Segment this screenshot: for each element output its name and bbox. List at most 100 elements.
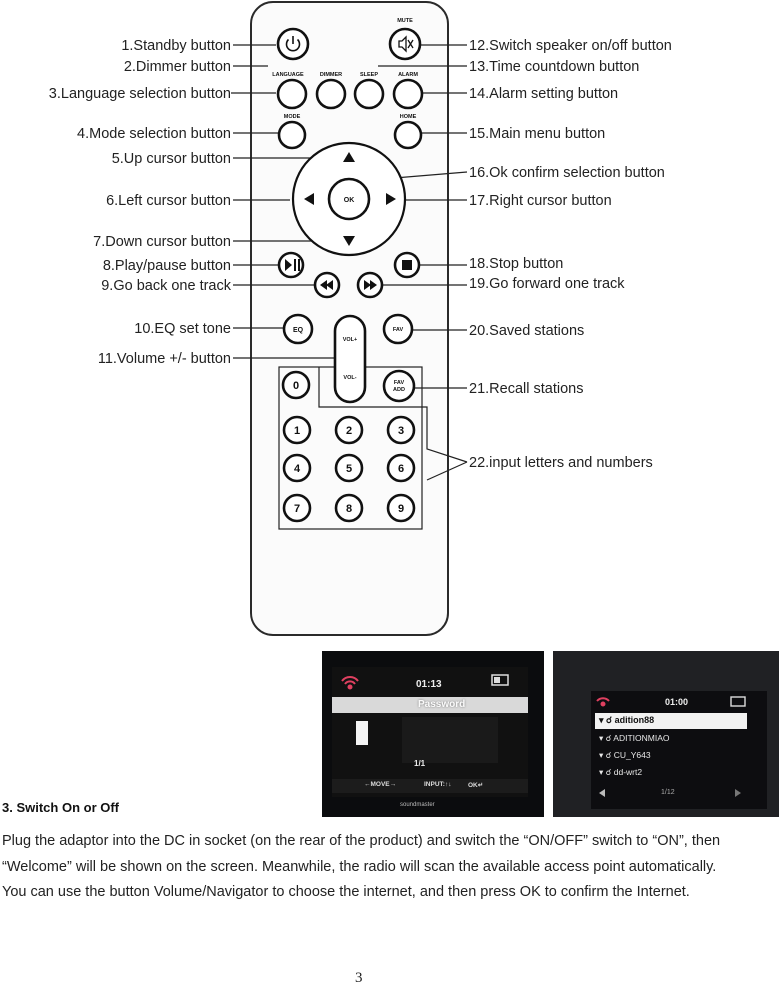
callout-11: 11.Volume +/- button: [98, 351, 231, 367]
sleep-button[interactable]: [353, 78, 385, 110]
display-graphics: [332, 674, 528, 793]
callout-17: 17.Right cursor button: [469, 193, 612, 209]
wifi-icon: [596, 697, 610, 707]
digit-7-button[interactable]: [282, 493, 312, 523]
battery-icon: [491, 674, 509, 686]
eq-button[interactable]: [282, 313, 314, 345]
key-icon: ☌: [605, 767, 612, 777]
digit-4-button[interactable]: [282, 453, 312, 483]
standby-button[interactable]: [276, 27, 310, 61]
mute-button[interactable]: [388, 27, 422, 61]
callout-5: 5.Up cursor button: [112, 151, 231, 167]
back-arrow-icon: [599, 789, 605, 797]
digit-3-label: 3: [398, 425, 404, 437]
input-cursor-box: [356, 721, 368, 745]
key-icon: ☌: [605, 750, 612, 760]
alarm-button[interactable]: [392, 78, 424, 110]
callout-3: 3.Language selection button: [49, 86, 231, 102]
callout-6: 6.Left cursor button: [106, 193, 231, 209]
callout-10: 10.EQ set tone: [134, 321, 231, 337]
signal-icon: ▾: [599, 767, 604, 777]
network-name: adition88: [614, 715, 655, 725]
network-name: CU_Y643: [613, 750, 651, 760]
up-arrow-icon: [343, 152, 355, 162]
network-row-1[interactable]: ▾ ☌ adition88: [599, 715, 654, 726]
digit-8-button[interactable]: [334, 493, 364, 523]
page-number: 3: [355, 970, 363, 986]
digit-5-button[interactable]: [334, 453, 364, 483]
left-arrow-icon: [304, 193, 314, 205]
digit-3-button[interactable]: [386, 415, 416, 445]
wifi-icon: [341, 676, 359, 690]
callout-4: 4.Mode selection button: [77, 126, 231, 142]
page-indicator: 1/12: [661, 789, 675, 796]
rewind-icon: [320, 280, 333, 290]
fav-button[interactable]: [382, 313, 414, 345]
home-button[interactable]: [393, 120, 423, 150]
mode-label: MODE: [284, 114, 301, 120]
digit-1-label: 1: [294, 425, 300, 437]
digit-9-label: 9: [398, 503, 404, 515]
dimmer-button[interactable]: [315, 78, 347, 110]
digit-7-label: 7: [294, 503, 300, 515]
vol-minus-label: VOL-: [343, 375, 356, 381]
speaker-mute-icon: [398, 35, 414, 53]
network-name: ADITIONMIAO: [613, 733, 670, 743]
vol-plus-label: VOL+: [343, 337, 358, 343]
callouts-left: 1.Standby button 2.Dimmer button 3.Langu…: [49, 38, 232, 367]
signal-icon: ▾: [599, 715, 604, 725]
digit-2-button[interactable]: [334, 415, 364, 445]
hint-input: INPUT:↑↓: [424, 781, 452, 788]
section-paragraph: Plug the adaptor into the DC in socket (…: [2, 833, 721, 900]
mode-button[interactable]: [277, 120, 307, 150]
language-label: LANGUAGE: [272, 72, 304, 78]
digit-5-label: 5: [346, 463, 352, 475]
fav-add-button[interactable]: [382, 369, 416, 403]
signal-icon: ▾: [599, 733, 604, 743]
volume-rocker[interactable]: [333, 314, 367, 404]
alarm-label: ALARM: [398, 72, 418, 78]
remote-diagram: 1.Standby button 2.Dimmer button 3.Langu…: [49, 1, 672, 636]
network-row-4[interactable]: ▾ ☌ dd-wrt2: [599, 767, 642, 778]
callout-7: 7.Down cursor button: [93, 234, 231, 250]
language-button[interactable]: [276, 78, 308, 110]
signal-icon: ▾: [599, 750, 604, 760]
callout-1: 1.Standby button: [121, 38, 231, 54]
fast-forward-icon: [364, 280, 377, 290]
digit-0-label: 0: [293, 380, 299, 392]
forward-arrow-icon: [735, 789, 741, 797]
battery-icon: [730, 696, 746, 707]
callout-19: 19.Go forward one track: [469, 276, 625, 292]
radio-display-networks: 01:00 ▾ ☌ adition88 ▾ ☌ ADITIONMIAO ▾ ☌ …: [591, 691, 767, 809]
digit-8-label: 8: [346, 503, 352, 515]
callout-8: 8.Play/pause button: [103, 258, 231, 274]
right-arrow-icon: [386, 193, 396, 205]
digit-1-button[interactable]: [282, 415, 312, 445]
network-row-2[interactable]: ▾ ☌ ADITIONMIAO: [599, 733, 669, 744]
digit-9-button[interactable]: [386, 493, 416, 523]
digit-6-button[interactable]: [386, 453, 416, 483]
network-name: dd-wrt2: [613, 767, 643, 777]
photo-network-list: 01:00 ▾ ☌ adition88 ▾ ☌ ADITIONMIAO ▾ ☌ …: [553, 651, 779, 817]
network-row-3[interactable]: ▾ ☌ CU_Y643: [599, 750, 651, 761]
stop-icon: [402, 260, 412, 270]
brand-logo: soundmaster: [400, 802, 435, 808]
callout-9: 9.Go back one track: [101, 278, 232, 294]
sleep-label: SLEEP: [360, 72, 378, 78]
ok-button[interactable]: [327, 177, 371, 221]
key-icon: ☌: [606, 715, 613, 725]
callout-18: 18.Stop button: [469, 256, 563, 272]
photo-password-screen: 01:13 Password 1/1 ←MOVE→ INPUT:↑↓ OK↵ s…: [322, 651, 544, 817]
radio-display: 01:13 Password 1/1 ←MOVE→ INPUT:↑↓ OK↵: [332, 667, 528, 797]
digit-0-button[interactable]: [281, 370, 311, 400]
fav-label: FAV: [393, 327, 404, 333]
clock: 01:13: [416, 679, 442, 690]
callouts-right: 12.Switch speaker on/off button 13.Time …: [469, 38, 672, 471]
callout-2: 2.Dimmer button: [124, 59, 231, 75]
ok-label: OK: [344, 197, 355, 204]
clock: 01:00: [665, 697, 689, 707]
callout-13: 13.Time countdown button: [469, 59, 639, 75]
callout-16: 16.Ok confirm selection button: [469, 165, 665, 181]
selected-row-highlight: [595, 713, 747, 729]
dimmer-label: DIMMER: [320, 72, 342, 78]
